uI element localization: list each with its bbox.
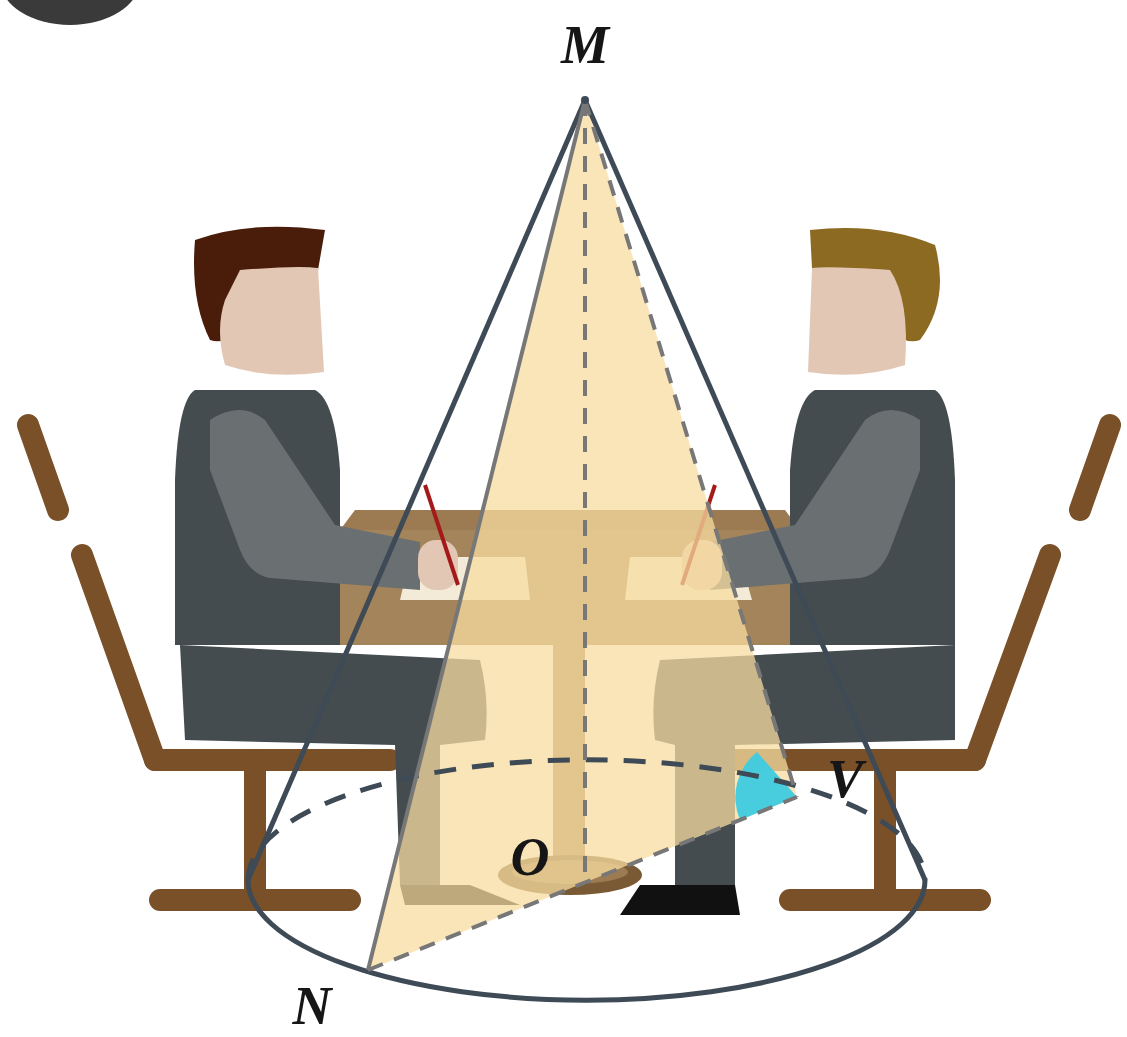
cross-section <box>368 100 797 970</box>
cone-lines <box>368 100 797 970</box>
point-label: M <box>561 18 609 72</box>
point-label: O <box>511 830 550 884</box>
point-label: V <box>827 752 863 806</box>
corner-mark <box>0 0 140 25</box>
cone <box>248 100 925 1000</box>
point-label: N <box>293 979 332 1033</box>
